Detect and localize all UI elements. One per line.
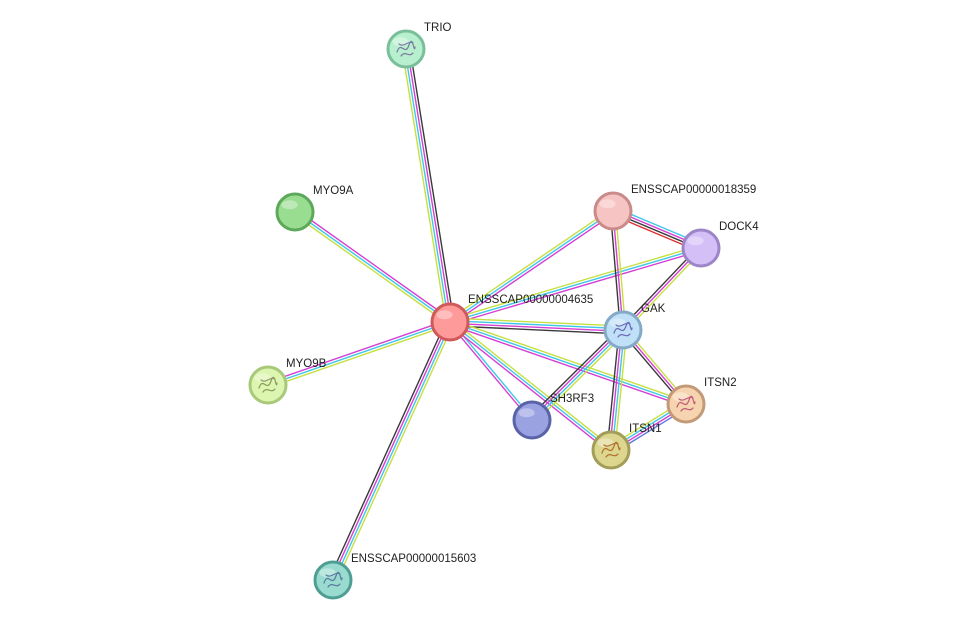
edge-gak-sh3rf3[interactable] bbox=[528, 326, 627, 424]
edge-center-myo9b[interactable] bbox=[266, 318, 452, 389]
edge-evidence-line-yellowgreen bbox=[401, 48, 447, 324]
protein-structure-icon bbox=[258, 376, 278, 393]
edge-evidence-line-magenta bbox=[449, 322, 624, 332]
edge-evidence-line-yellowgreen bbox=[450, 318, 688, 403]
node-circle[interactable] bbox=[512, 400, 552, 440]
edge-evidence-line-magenta bbox=[609, 329, 623, 451]
node-highlight bbox=[687, 236, 704, 246]
edge-evidence-line-yellowgreen bbox=[447, 208, 613, 321]
edge-evidence-line-cyan bbox=[294, 211, 451, 323]
node-myo9a[interactable]: MYO9A bbox=[275, 185, 354, 232]
node-label: ITSN2 bbox=[704, 377, 737, 389]
protein-structure-icon bbox=[323, 571, 343, 588]
node-label: DOCK4 bbox=[719, 221, 759, 233]
node-dock4[interactable]: DOCK4 bbox=[681, 221, 759, 268]
node-trio[interactable]: TRIO bbox=[386, 22, 452, 69]
edge-evidence-line-yellowgreen bbox=[268, 323, 452, 389]
node-circle[interactable] bbox=[593, 191, 633, 231]
protein-structure-icon bbox=[676, 395, 696, 412]
edge-evidence-line-yellowgreen bbox=[614, 329, 628, 452]
edge-evidence-line-yellowgreen bbox=[449, 317, 624, 327]
edge-evidence-line-magenta bbox=[450, 249, 703, 326]
edge-evidence-line-magenta bbox=[295, 209, 453, 321]
edge-evidence-line-dark bbox=[409, 47, 455, 323]
edge-evidence-line-dark bbox=[528, 326, 621, 418]
edge-evidence-line-cyan bbox=[404, 48, 450, 323]
protein-structure-icon bbox=[613, 321, 633, 338]
edge-evidence-line-dark bbox=[449, 325, 624, 335]
edge-evidence-line-yellowgreen bbox=[450, 319, 614, 449]
node-myo9b[interactable]: MYO9B bbox=[248, 358, 327, 405]
edge-evidence-line-cyan bbox=[449, 321, 612, 451]
node-label: ENSSCAP00000004635 bbox=[468, 294, 593, 306]
edge-evidence-line-dark bbox=[609, 210, 622, 331]
edge-evidence-line-yellowgreen bbox=[614, 210, 627, 331]
node-label: MYO9A bbox=[313, 185, 354, 197]
node-label: MYO9B bbox=[286, 358, 327, 370]
node-highlight bbox=[518, 408, 535, 418]
node-center[interactable]: ENSSCAP00000004635 bbox=[430, 294, 593, 342]
edge-evidence-line-yellowgreen bbox=[534, 332, 627, 424]
node-label: GAK bbox=[641, 303, 666, 315]
node-label: TRIO bbox=[424, 22, 452, 34]
edge-evidence-line-yellowgreen bbox=[292, 213, 450, 325]
edge-evidence-line-cyan bbox=[267, 321, 451, 386]
edge-center-gak[interactable] bbox=[449, 317, 624, 335]
edge-center-dock4[interactable] bbox=[448, 244, 703, 326]
protein-structure-icon bbox=[601, 441, 621, 458]
edge-evidence-line-cyan bbox=[449, 320, 624, 330]
edge-gak-itsn1[interactable] bbox=[606, 328, 628, 452]
edge-evidence-line-yellowgreen bbox=[335, 322, 455, 583]
node-label: SH3RF3 bbox=[550, 393, 594, 405]
edge-evidence-line-magenta bbox=[406, 48, 452, 323]
edge-evidence-line-magenta bbox=[450, 212, 616, 325]
node-highlight bbox=[281, 200, 298, 210]
node-gak[interactable]: GAK bbox=[603, 303, 666, 350]
edge-evidence-line-magenta bbox=[612, 210, 624, 331]
edge-evidence-line-cyan bbox=[532, 330, 625, 422]
edge-center-myo9a[interactable] bbox=[292, 209, 453, 325]
node-sh3rf3[interactable]: SH3RF3 bbox=[512, 393, 594, 440]
edge-evidence-line-yellowgreen bbox=[448, 244, 701, 321]
edge-center-ens18359[interactable] bbox=[447, 208, 616, 325]
node-itsn1[interactable]: ITSN1 bbox=[591, 423, 662, 470]
node-ens18359[interactable]: ENSSCAP00000018359 bbox=[593, 184, 756, 231]
edge-center-itsn1[interactable] bbox=[447, 319, 614, 453]
node-label: ENSSCAP00000015603 bbox=[351, 553, 476, 565]
edge-evidence-line-cyan bbox=[449, 321, 687, 405]
edge-evidence-line-dark bbox=[328, 319, 448, 580]
edge-evidence-line-cyan bbox=[611, 329, 625, 451]
edge-evidence-line-magenta bbox=[331, 320, 450, 581]
node-itsn2[interactable]: ITSN2 bbox=[666, 377, 737, 424]
edge-evidence-line-cyan bbox=[449, 247, 702, 323]
node-highlight bbox=[436, 310, 453, 320]
edge-evidence-line-cyan bbox=[333, 321, 452, 582]
edge-center-itsn2[interactable] bbox=[448, 318, 688, 408]
node-label: ENSSCAP00000018359 bbox=[631, 184, 756, 196]
node-circle[interactable] bbox=[681, 228, 721, 268]
node-circle[interactable] bbox=[275, 192, 315, 232]
edge-evidence-line-magenta bbox=[448, 322, 532, 422]
edge-evidence-line-magenta bbox=[448, 323, 686, 408]
edge-evidence-line-cyan bbox=[449, 210, 614, 323]
edge-center-trio[interactable] bbox=[401, 47, 455, 324]
nodes-layer: ENSSCAP00000004635 TRIO MYO9A MYO9B ENSSCAP0… bbox=[248, 22, 759, 600]
node-circle[interactable] bbox=[430, 302, 470, 342]
edges-layer bbox=[266, 47, 704, 583]
node-highlight bbox=[599, 199, 616, 209]
edge-evidence-line-dark bbox=[606, 328, 620, 451]
edge-evidence-line-magenta bbox=[447, 323, 611, 453]
node-label: ITSN1 bbox=[629, 423, 662, 435]
node-ens15603[interactable]: ENSSCAP00000015603 bbox=[313, 553, 476, 600]
edge-evidence-line-magenta bbox=[266, 318, 450, 384]
edge-center-ens15603[interactable] bbox=[328, 319, 455, 583]
edge-evidence-line-magenta bbox=[530, 328, 623, 420]
protein-structure-icon bbox=[396, 40, 416, 57]
edge-ens18359-gak[interactable] bbox=[609, 210, 627, 331]
